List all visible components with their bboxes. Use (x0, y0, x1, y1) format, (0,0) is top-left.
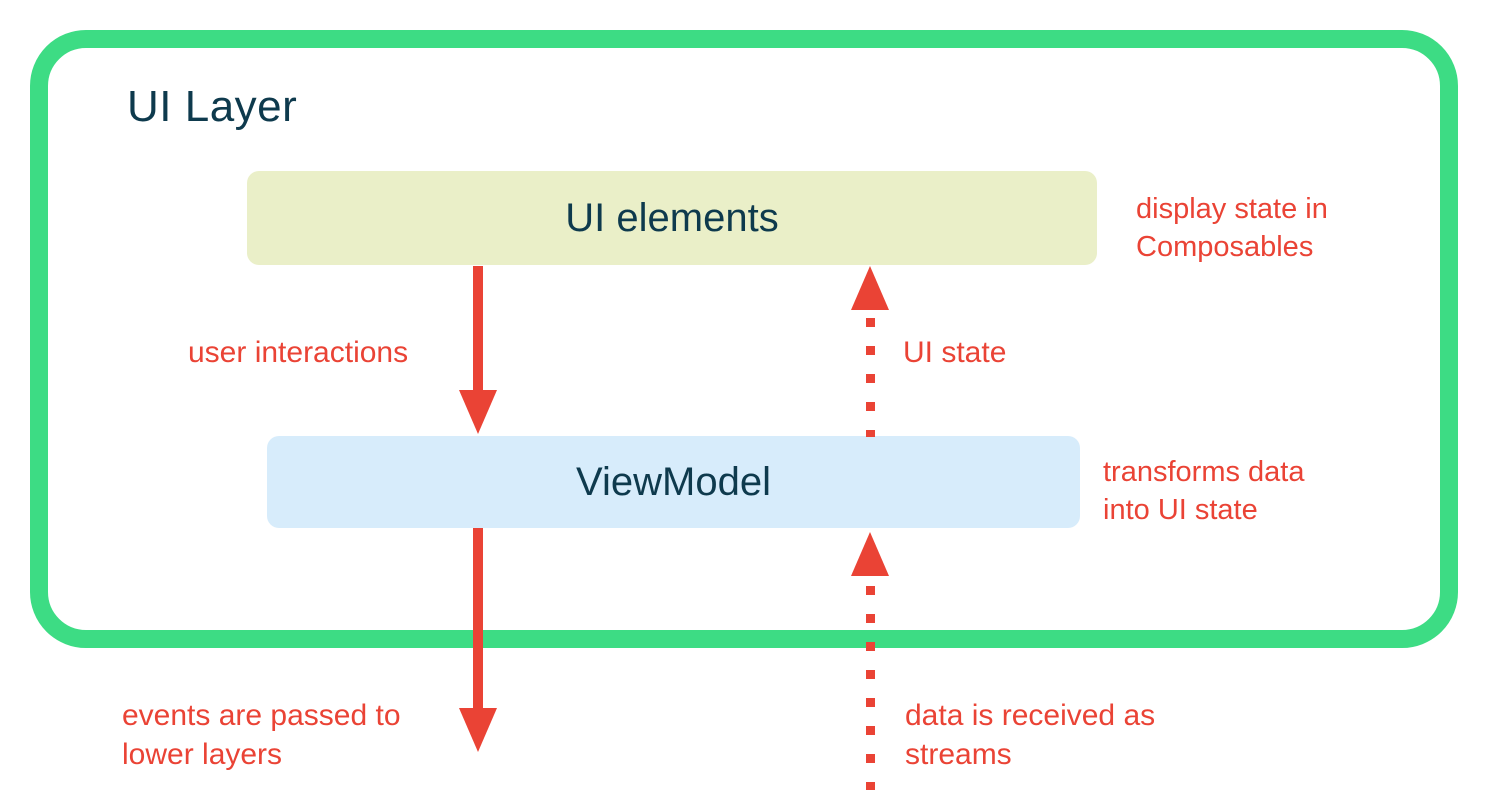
arrow-shaft (473, 528, 483, 710)
arrow-user-interactions-label: user interactions (188, 336, 409, 369)
node-ui-elements-label: UI elements (565, 195, 779, 240)
arrow-head-down-icon (459, 708, 497, 752)
arrow-dotted-shaft (866, 586, 875, 790)
annotation-ui-elements: display state in Composables (1136, 193, 1328, 263)
diagram-title: UI Layer (127, 82, 298, 131)
arrow-streams-label: data is received as streams (905, 699, 1156, 771)
annotation-viewmodel: transforms data into UI state (1103, 456, 1305, 526)
arrow-head-down-icon (459, 390, 497, 434)
arrow-ui-state-label: UI state (903, 336, 1007, 369)
arrow-events-label: events are passed to lower layers (122, 699, 401, 771)
node-ui-elements: UI elements (247, 171, 1097, 265)
node-viewmodel: ViewModel (267, 436, 1080, 528)
arrow-dotted-shaft (866, 318, 875, 437)
arrow-head-up-icon (851, 532, 889, 576)
arrow-shaft (473, 266, 483, 392)
arrow-head-up-icon (851, 266, 889, 310)
ui-layer-frame (30, 30, 1458, 648)
node-viewmodel-label: ViewModel (576, 459, 771, 504)
